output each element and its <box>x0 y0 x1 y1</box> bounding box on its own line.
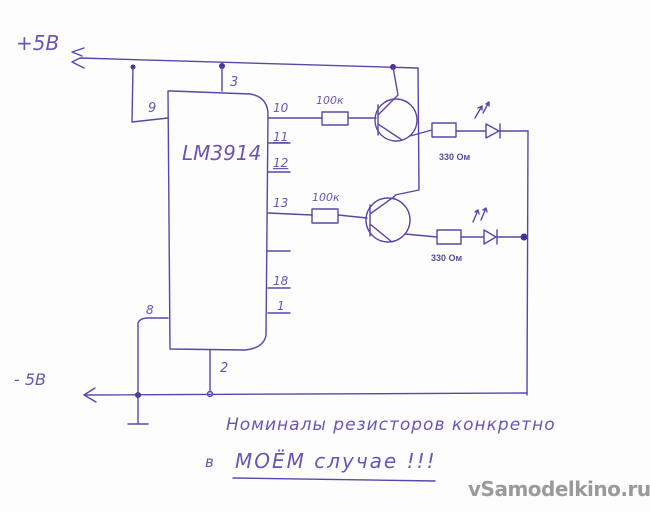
pin13-wire <box>267 212 313 216</box>
pin18-label: 18 <box>273 274 289 288</box>
led-2 <box>460 229 526 245</box>
wire <box>404 233 438 238</box>
positive-supply-label: +5В <box>16 31 59 55</box>
pin8-label: 8 <box>146 303 154 317</box>
led-2-light-icon <box>472 207 488 223</box>
pin1-label: 1 <box>277 299 285 313</box>
note-underline <box>232 477 436 482</box>
pin-stubs <box>267 250 291 314</box>
negative-rail <box>84 392 528 396</box>
transistor-1 <box>374 98 418 142</box>
resistor-100k-2-label: 100к <box>312 191 340 204</box>
negative-arrow-icon <box>83 387 97 403</box>
pin10-label: 10 <box>273 101 289 115</box>
positive-arrow-icon <box>71 47 85 57</box>
pin9-label: 9 <box>148 101 156 116</box>
led-1-light-icon <box>474 101 490 119</box>
positive-rail <box>71 57 419 69</box>
ic-body <box>167 90 269 351</box>
ground-icon <box>127 394 149 425</box>
watermark: vSamodelkino.ru <box>468 477 650 501</box>
wire <box>409 129 433 137</box>
resistor-330-2 <box>436 229 462 245</box>
pin2-label: 2 <box>220 361 228 376</box>
junction-dot <box>520 233 528 241</box>
resistor-100k-2 <box>311 208 339 224</box>
resistor-330-2-label: 330 Ом <box>431 253 463 263</box>
wire <box>337 214 368 219</box>
pin11-label: 11 <box>273 130 288 144</box>
transistor-1-leads <box>377 66 403 141</box>
transistor-2 <box>365 197 411 243</box>
pin9-wire <box>131 66 169 123</box>
resistor-330-1 <box>431 122 457 138</box>
led-return-wire <box>526 130 529 396</box>
pin13-label: 13 <box>273 196 288 210</box>
pin8-wire <box>137 317 169 396</box>
note-line-2-emphasis: МОЁМ случае !!! <box>235 449 437 473</box>
pin-stubs <box>267 142 291 173</box>
led-1 <box>455 123 529 139</box>
note-line-2-prefix: в <box>205 453 214 471</box>
resistor-100k-1-label: 100к <box>316 94 344 107</box>
negative-supply-label: - 5В <box>14 370 46 389</box>
pin3-label: 3 <box>230 75 238 90</box>
ic-name: LM3914 <box>182 141 261 165</box>
collector-wire <box>394 67 420 196</box>
transistor-2-leads <box>369 195 396 243</box>
pin12-label: 12 <box>273 156 288 170</box>
note-line-1: Номиналы резисторов конкретно <box>226 415 556 435</box>
resistor-100k-1 <box>321 111 349 126</box>
resistor-330-1-label: 330 Ом <box>439 152 471 162</box>
